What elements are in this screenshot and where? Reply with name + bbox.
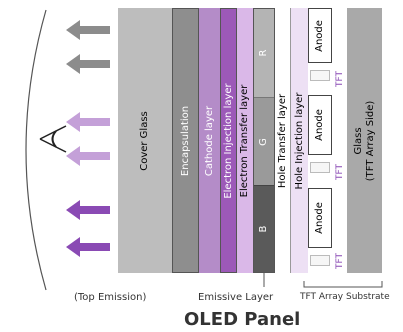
tft-symbol [310,162,330,173]
top-emission-caption: (Top Emission) [74,292,147,303]
anode-cell: Anode [308,95,332,155]
glass-layer: Glass (TFT Array Side) [347,8,382,273]
emissive-layer-caption: Emissive Layer [198,292,274,303]
emissive-red-cell: R [254,9,274,97]
cathode-layer: Cathode layer [199,8,220,273]
hole-transfer-layer: Hole Transfer layer [275,8,291,273]
anode-cell: Anode [308,188,332,248]
panel-title: OLED Panel [184,309,301,330]
light-arrow-icon [66,112,110,132]
anode-cell: Anode [308,8,332,63]
cover-glass-layer: Cover Glass [118,8,172,273]
light-arrow-icon [66,146,110,166]
electron-injection-layer: Electron Injection layer [220,8,237,273]
light-arrow-icon [66,20,110,40]
viewer-arc [25,9,47,291]
tft-symbol [310,255,330,266]
encapsulation-layer: Encapsulation [172,8,199,273]
emissive-blue-cell: B [254,185,274,272]
eye-icon [39,125,67,153]
emissive-layer: R G B [253,8,275,273]
anode-column: Anode Anode Anode [308,8,332,273]
tft-symbol [310,70,330,81]
tft-array-substrate-caption: TFT Array Substrate [300,292,390,302]
emissive-green-cell: G [254,97,274,185]
light-arrow-icon [66,237,110,257]
electron-transfer-layer: Electron Transfer layer [237,8,253,273]
tft-column: TFT TFT TFT [332,8,347,273]
light-arrow-icon [66,54,110,74]
hole-injection-layer: Hole Injection layer [291,8,308,273]
light-arrow-icon [66,200,110,220]
